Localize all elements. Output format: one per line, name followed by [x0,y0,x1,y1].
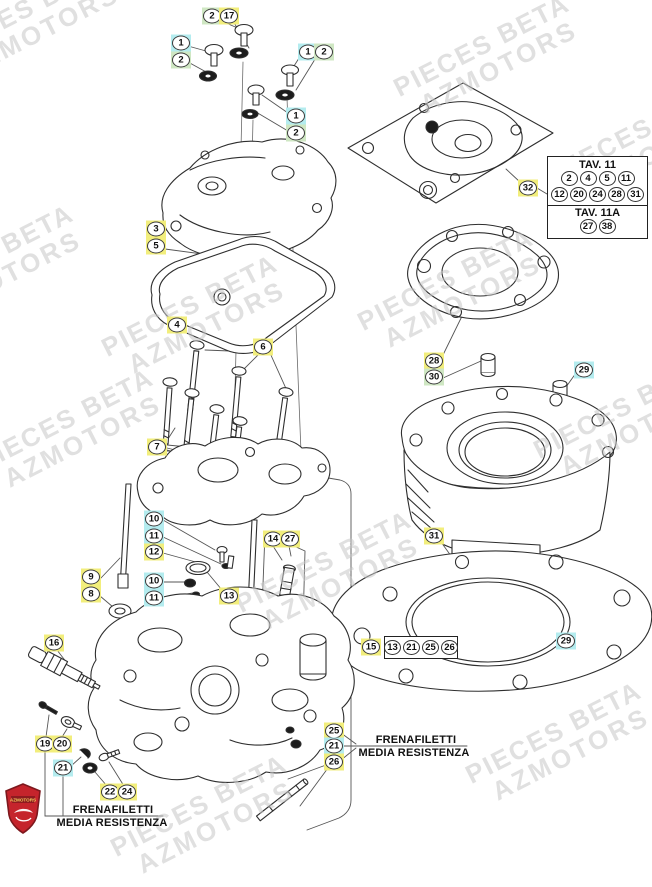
cylinder-head [87,586,355,783]
callout-balloon-19[interactable]: 19 [35,735,55,753]
callout-balloon-30[interactable]: 30 [424,368,444,386]
ref-number-20: 20 [570,187,587,203]
threadlocker-note-left-line2: MEDIA RESISTENZA [56,817,168,829]
cylinder-base-gasket [330,550,652,692]
callout-balloon-1[interactable]: 1 [298,43,318,61]
spark-plug [27,646,101,690]
ref-number-2: 2 [560,171,578,187]
ref-number-31: 31 [627,187,644,203]
logo-banner [11,796,35,803]
ref-number-25: 25 [422,640,439,655]
callout-balloon-9[interactable]: 9 [81,568,101,586]
callout-balloon-16[interactable]: 16 [44,634,64,652]
callout-balloon-2[interactable]: 2 [171,51,191,69]
callout-balloon-12[interactable]: 12 [144,543,164,561]
callout-balloon-21[interactable]: 21 [324,737,344,755]
valve-small-parts [183,545,235,597]
callout-balloon-21[interactable]: 21 [53,759,73,777]
ref-number-11: 11 [617,171,635,187]
ref-number-38: 38 [598,219,616,235]
ref-number-4: 4 [579,171,597,187]
threadlocker-note-right-line2: MEDIA RESISTENZA [358,747,470,759]
callout-balloon-24[interactable]: 24 [117,783,137,801]
ref-number-24: 24 [589,187,606,203]
callout-balloon-7[interactable]: 7 [147,438,167,456]
logo-swoosh [14,808,33,813]
cylinder-head-gasket [407,223,560,320]
callout-balloon-13[interactable]: 13 [219,587,239,605]
callout-balloon-27[interactable]: 27 [280,530,300,548]
callout-balloon-1[interactable]: 1 [171,34,191,52]
callout-balloon-5[interactable]: 5 [146,237,166,255]
tav-divider [548,205,647,206]
ref-number-12: 12 [551,187,568,203]
threadlocker-note-left-line1: FRENAFILETTI [72,804,154,816]
valve-cover-gasket [150,235,336,354]
callout-balloon-3[interactable]: 3 [146,220,166,238]
tav-title-2: TAV. 11A [574,207,621,219]
callout-balloon-15[interactable]: 15 [361,638,381,656]
logo-text: AZMOTORS [10,797,36,802]
callout-balloon-11[interactable]: 11 [144,527,164,545]
callout-balloon-4[interactable]: 4 [167,316,187,334]
callout-balloon-32[interactable]: 32 [518,179,538,197]
callout-balloon-2[interactable]: 2 [314,43,334,61]
ref-number-28: 28 [608,187,625,203]
azmotors-logo: AZMOTORS [5,783,41,834]
callout-balloon-31[interactable]: 31 [424,527,444,545]
callout-balloon-2[interactable]: 2 [202,7,222,25]
callout-balloon-26[interactable]: 26 [324,753,344,771]
small-fasteners [38,701,121,774]
callout-balloon-10[interactable]: 10 [144,510,164,528]
tav-title: TAV. 11 [578,159,617,171]
callout-balloon-10[interactable]: 10 [144,572,164,590]
callout-balloon-11[interactable]: 11 [144,589,164,607]
ref-number-13: 13 [384,640,401,655]
callout-balloon-1[interactable]: 1 [286,107,306,125]
cover-bolts-and-seals [198,23,300,120]
head-gasket-sheet [347,82,554,204]
camshaft-bracket [136,436,331,526]
ref-number-21: 21 [403,640,420,655]
ref-number-27: 27 [579,219,597,235]
valve-cover [161,138,337,260]
callout-balloon-29[interactable]: 29 [556,632,576,650]
ref-number-5: 5 [598,171,616,187]
engine-parts-line-art [27,19,652,831]
callout-balloon-2[interactable]: 2 [286,124,306,142]
logo-swirl [15,816,32,822]
callout-balloon-14[interactable]: 14 [263,530,283,548]
logo-shield [5,783,41,834]
valve-guide-detail-box [261,532,306,626]
callout-balloon-8[interactable]: 8 [81,585,101,603]
callout-balloon-20[interactable]: 20 [52,735,72,753]
ref-number-26: 26 [441,640,458,655]
callout-balloon-29[interactable]: 29 [574,361,594,379]
callout-balloon-28[interactable]: 28 [424,352,444,370]
stud-and-plugs [255,726,309,822]
callout-balloon-17[interactable]: 17 [219,7,239,25]
callout-balloon-6[interactable]: 6 [253,338,273,356]
threadlocker-note-right-line1: FRENAFILETTI [375,734,457,746]
